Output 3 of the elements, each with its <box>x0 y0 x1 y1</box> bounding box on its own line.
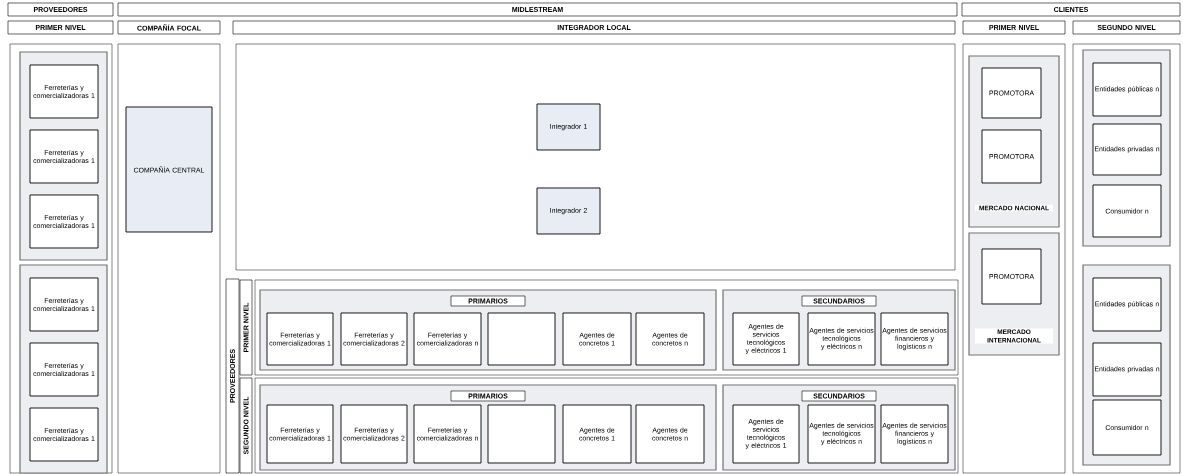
empty-box <box>487 312 556 366</box>
column-panel <box>235 43 956 271</box>
empty-box <box>487 404 556 464</box>
